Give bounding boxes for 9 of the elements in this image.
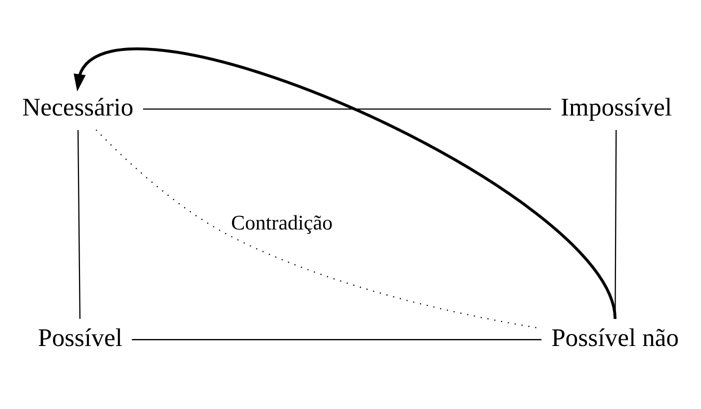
- node-text: Possível: [38, 324, 122, 352]
- node-text: Possível não: [551, 324, 679, 352]
- edge-label: Contradição: [231, 212, 333, 234]
- connector: [77, 130, 81, 319]
- connector: [132, 339, 542, 340]
- connector: [143, 108, 552, 110]
- arrow: [74, 48, 616, 320]
- node-text: Impossível: [560, 94, 672, 122]
- node-text: Necessário: [22, 94, 134, 122]
